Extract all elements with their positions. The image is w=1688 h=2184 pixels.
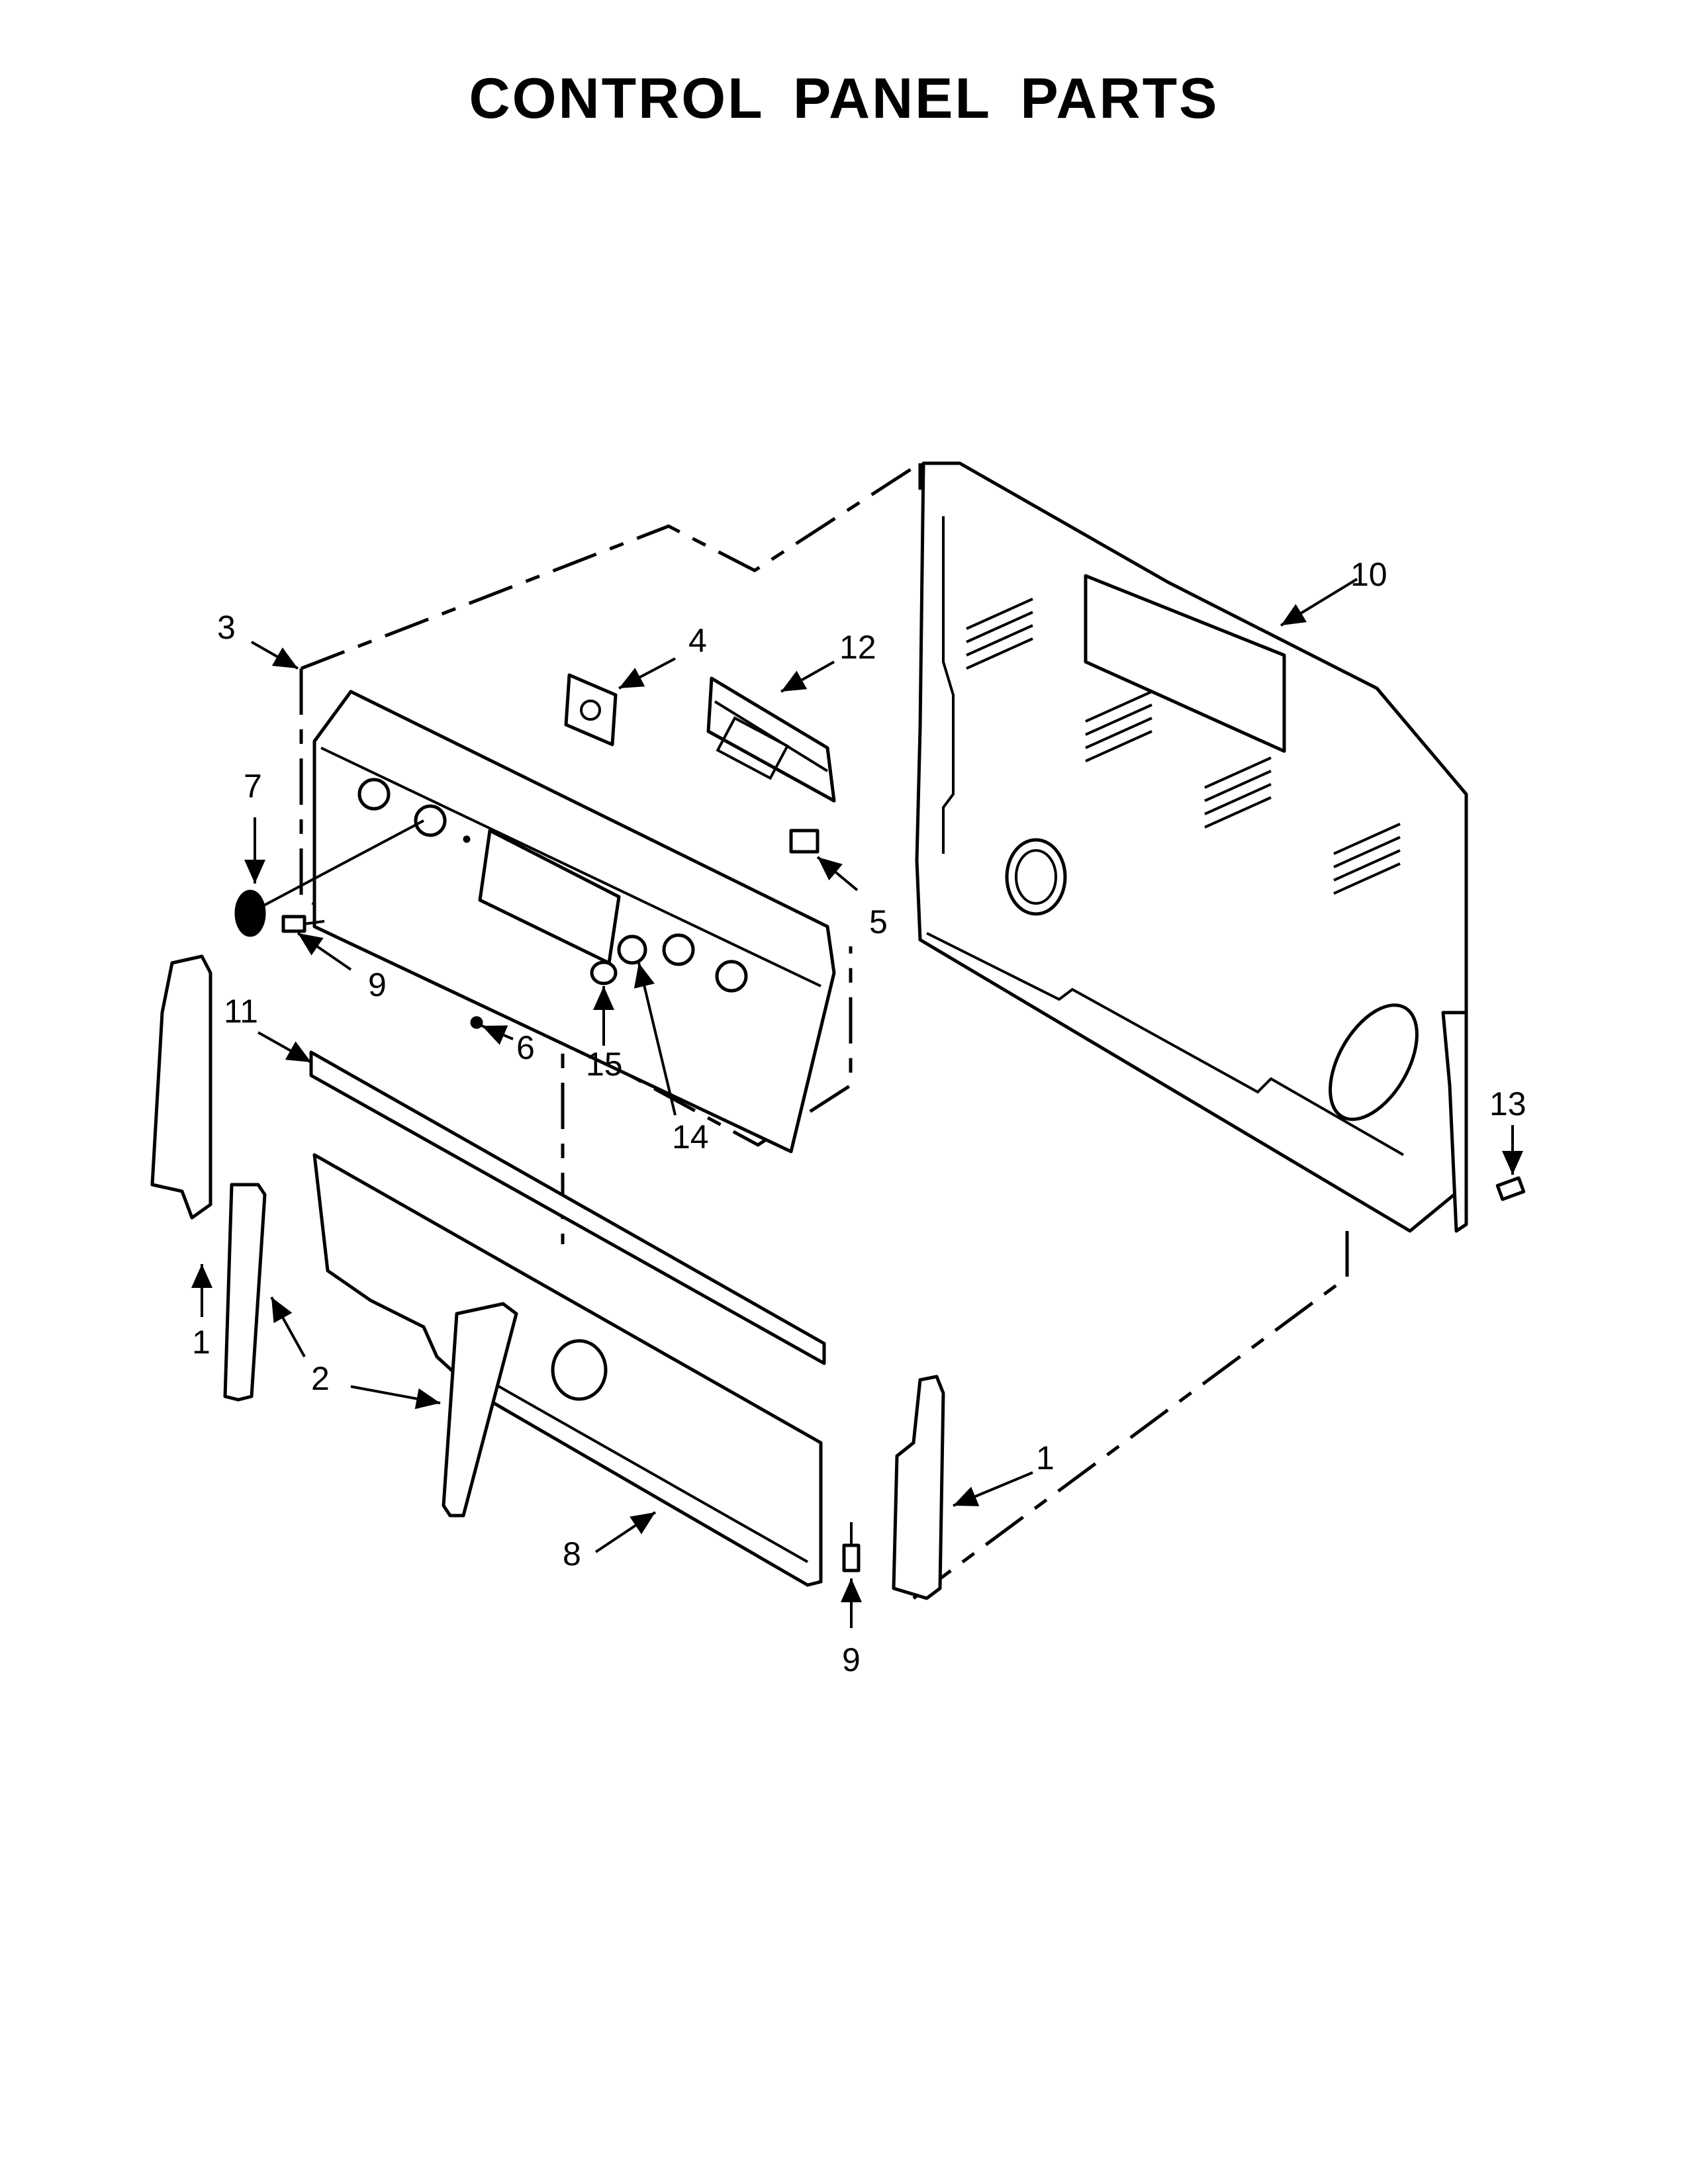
part-3-control-panel — [312, 690, 836, 1154]
part-14-lamp — [617, 934, 647, 965]
part-5-connector — [789, 829, 820, 854]
callout-10: 10 — [1350, 556, 1387, 593]
vent-slots — [966, 598, 1401, 895]
part-11-trim — [309, 1050, 826, 1365]
part-4-switch — [564, 673, 618, 747]
part-10-back-panel — [915, 461, 1468, 1233]
callout-8: 8 — [563, 1535, 581, 1572]
callout-13: 13 — [1489, 1085, 1526, 1122]
part-1-endcap-left — [150, 954, 212, 1220]
part-15-button — [590, 960, 618, 985]
part-12-control-board — [706, 676, 836, 803]
part-2-bracket-right — [442, 1302, 518, 1518]
part-9-screw-lower — [842, 1522, 861, 1572]
part-2-bracket-left — [223, 1183, 267, 1402]
callout-7: 7 — [244, 768, 262, 805]
callout-9-upper: 9 — [368, 966, 387, 1003]
callout-5: 5 — [869, 903, 888, 940]
callout-12: 12 — [839, 629, 876, 666]
part-9-screw-upper — [281, 915, 325, 933]
callout-6: 6 — [516, 1029, 535, 1066]
callouts: 3 4 12 10 7 5 9 6 15 14 11 13 1 2 1 8 9 — [192, 556, 1526, 1678]
callout-11: 11 — [224, 993, 258, 1030]
callout-14: 14 — [672, 1118, 709, 1156]
callout-15: 15 — [586, 1046, 623, 1083]
part-13-screw — [1495, 1176, 1526, 1201]
callout-3: 3 — [217, 609, 236, 646]
part-1-endcap-right — [892, 1375, 945, 1600]
callout-1-right: 1 — [1036, 1439, 1055, 1477]
part-6-screw — [470, 1016, 483, 1029]
page-title: CONTROL PANEL PARTS — [469, 67, 1219, 130]
leader-lines — [191, 578, 1523, 1628]
callout-1-left: 1 — [192, 1324, 211, 1361]
callout-9-lower: 9 — [842, 1641, 861, 1678]
callout-2: 2 — [311, 1360, 330, 1397]
part-7-knob — [234, 819, 424, 937]
callout-4: 4 — [688, 622, 707, 659]
